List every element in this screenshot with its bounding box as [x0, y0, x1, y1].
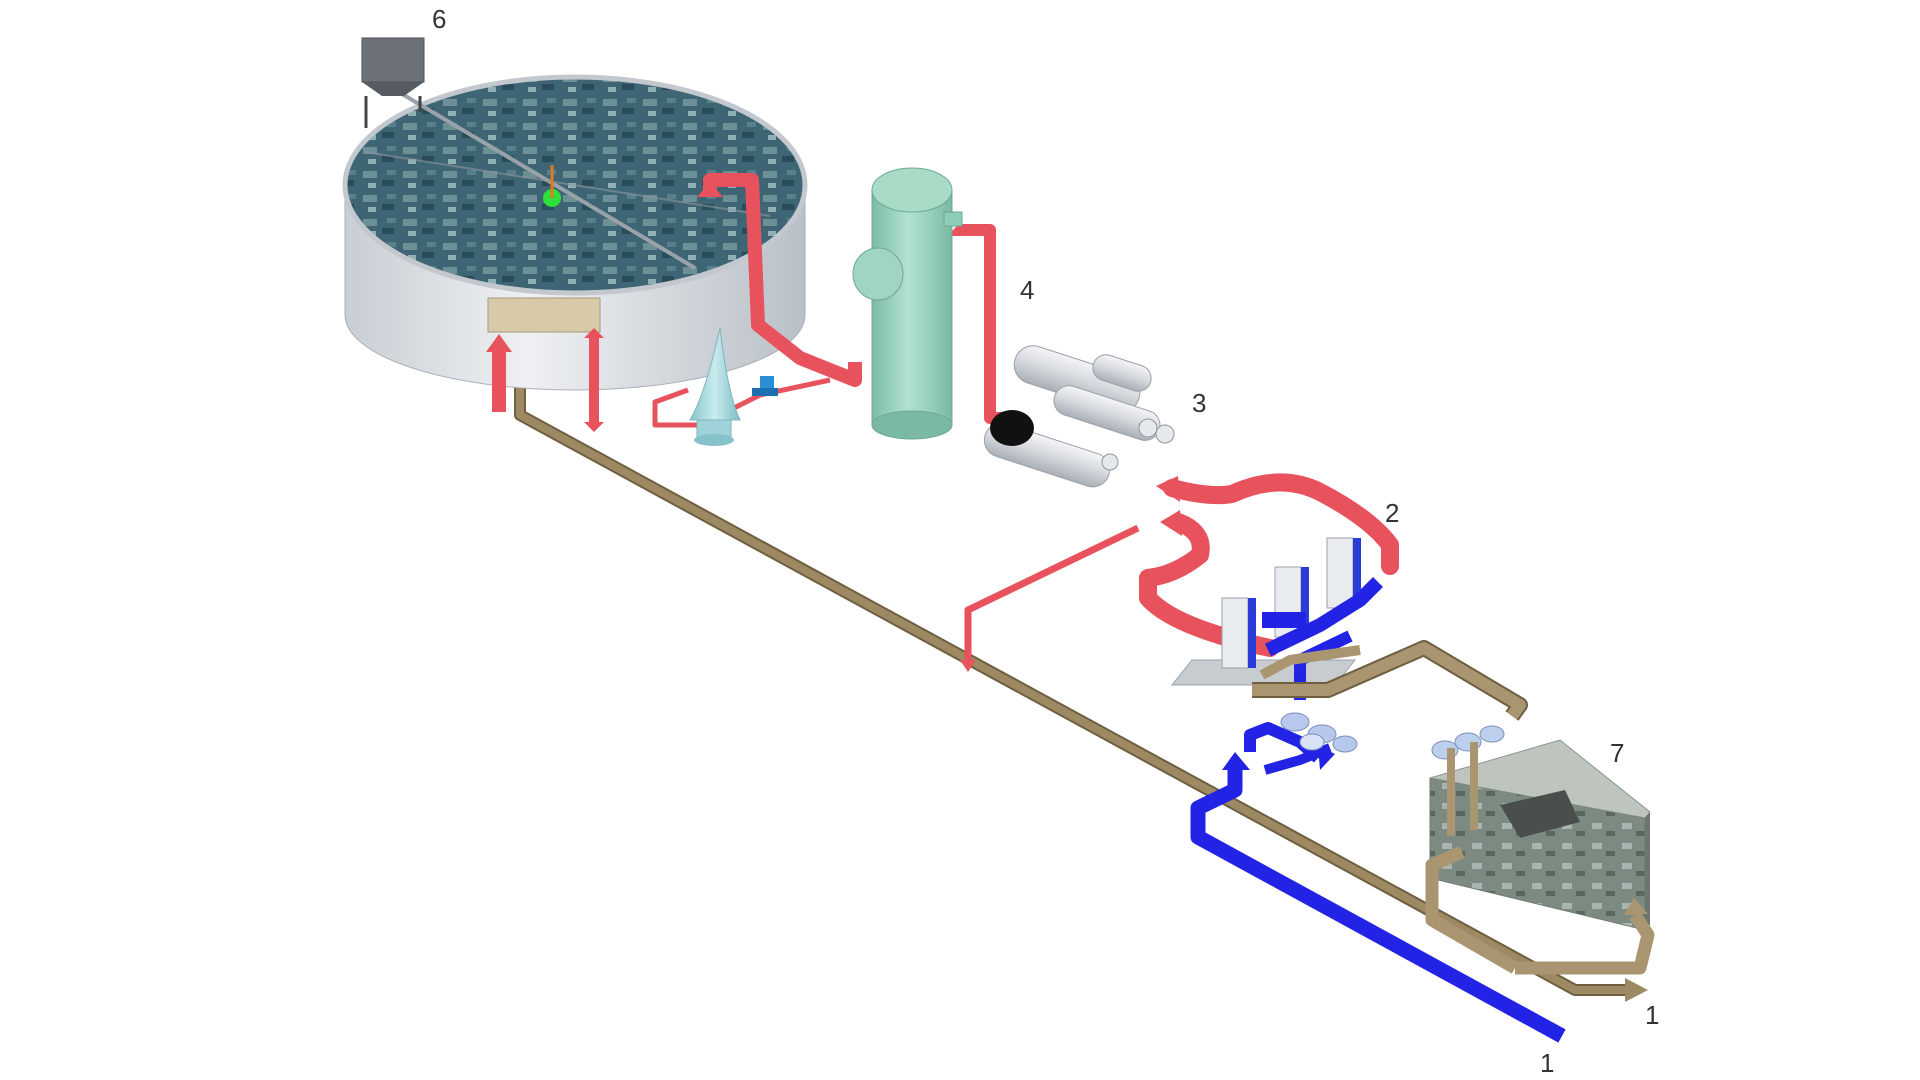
plate-heat-exchangers — [1170, 537, 1383, 700]
launder-box — [487, 297, 601, 333]
callout-3: 3 — [1192, 388, 1207, 418]
callout-1-blue: 1 — [1540, 1048, 1555, 1078]
callout-6: 6 — [432, 4, 447, 34]
callout-7: 7 — [1610, 738, 1625, 768]
brown-exchanger-loop — [1252, 640, 1528, 721]
compressor-motor — [990, 410, 1034, 446]
brown-basin-loop — [1425, 742, 1655, 975]
blue-inlet-line — [1190, 752, 1566, 1043]
cone-separator — [689, 327, 741, 446]
clarifier-tank — [342, 74, 808, 391]
blue-pump-cluster — [1244, 712, 1358, 775]
blue-inlet-arrowhead — [1222, 752, 1250, 770]
small-pump — [752, 376, 778, 396]
pressure-vessel — [852, 167, 963, 440]
callout-2: 2 — [1385, 498, 1400, 528]
exchanger-3 — [1326, 537, 1361, 609]
callout-1-brown: 1 — [1645, 1000, 1660, 1030]
brown-outlet-arrowhead — [1625, 978, 1648, 1002]
tank-red-arrows — [486, 328, 604, 432]
treatment-basin — [1429, 725, 1651, 931]
brown-return-line — [514, 330, 1648, 1002]
sludge-hopper-tower — [361, 37, 425, 128]
exchanger-1 — [1221, 597, 1256, 669]
callout-4: 4 — [1020, 275, 1035, 305]
tank-bridge — [390, 86, 697, 270]
red-loop-exchangers — [960, 473, 1399, 672]
compressor-unit — [983, 345, 1175, 488]
